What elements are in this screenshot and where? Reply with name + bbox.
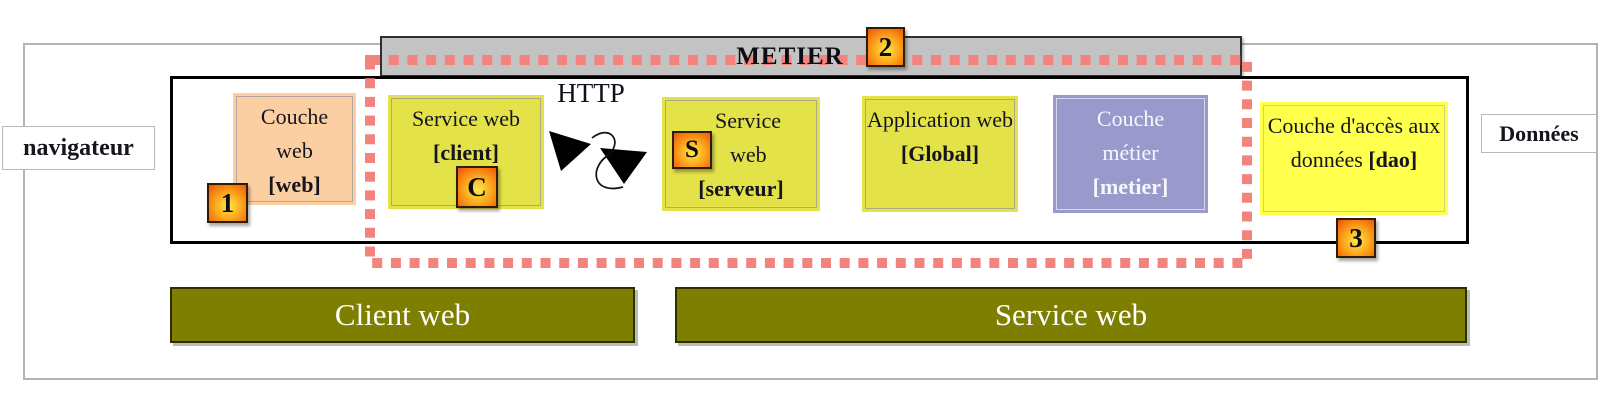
layer-title-line: Couche [1096, 106, 1165, 131]
service-web-bar-label: Service web [994, 297, 1148, 332]
layer-title-line: web [276, 138, 313, 163]
http-label: HTTP [557, 77, 625, 108]
layer-tag: [Global] [900, 141, 980, 166]
layer-box-couche-metier: Couche métier [metier] [1056, 98, 1205, 210]
service-web-bar: Service web [675, 287, 1467, 343]
metier-bar-label: METIER [736, 42, 844, 70]
layer-box-couche-web: Couche web [web] [236, 96, 353, 202]
navigateur-label: navigateur [23, 134, 134, 161]
layer-title: Couche d'accès aux données [1267, 113, 1441, 172]
client-web-bar-label: Client web [334, 297, 471, 332]
layer-title: Application web [866, 107, 1014, 132]
layer-title-line: métier [1102, 140, 1159, 165]
step-badge-1: 1 [207, 183, 248, 223]
layer-box-application-web: Application web [Global] [865, 99, 1015, 209]
layer-tag: [client] [433, 140, 499, 165]
layer-tag: [metier] [1092, 174, 1169, 199]
navigateur-label-box: navigateur [2, 126, 155, 170]
client-marker-badge: C [456, 166, 498, 208]
donnees-label-box: Données [1481, 114, 1597, 153]
layer-title-line: web [730, 142, 767, 167]
step-badge-2: 2 [866, 27, 905, 67]
layer-tag: [web] [268, 172, 321, 197]
layer-title: Service web [411, 106, 521, 131]
donnees-label: Données [1499, 120, 1579, 146]
server-marker-badge: S [672, 131, 712, 169]
layer-title-line: Couche [260, 104, 329, 129]
step-badge-3: 3 [1336, 218, 1376, 258]
layer-tag: [dao] [1368, 147, 1418, 172]
client-web-bar: Client web [170, 287, 635, 343]
layer-box-couche-dao: Couche d'accès aux données [dao] [1263, 105, 1445, 212]
layer-tag: [serveur] [698, 176, 784, 201]
